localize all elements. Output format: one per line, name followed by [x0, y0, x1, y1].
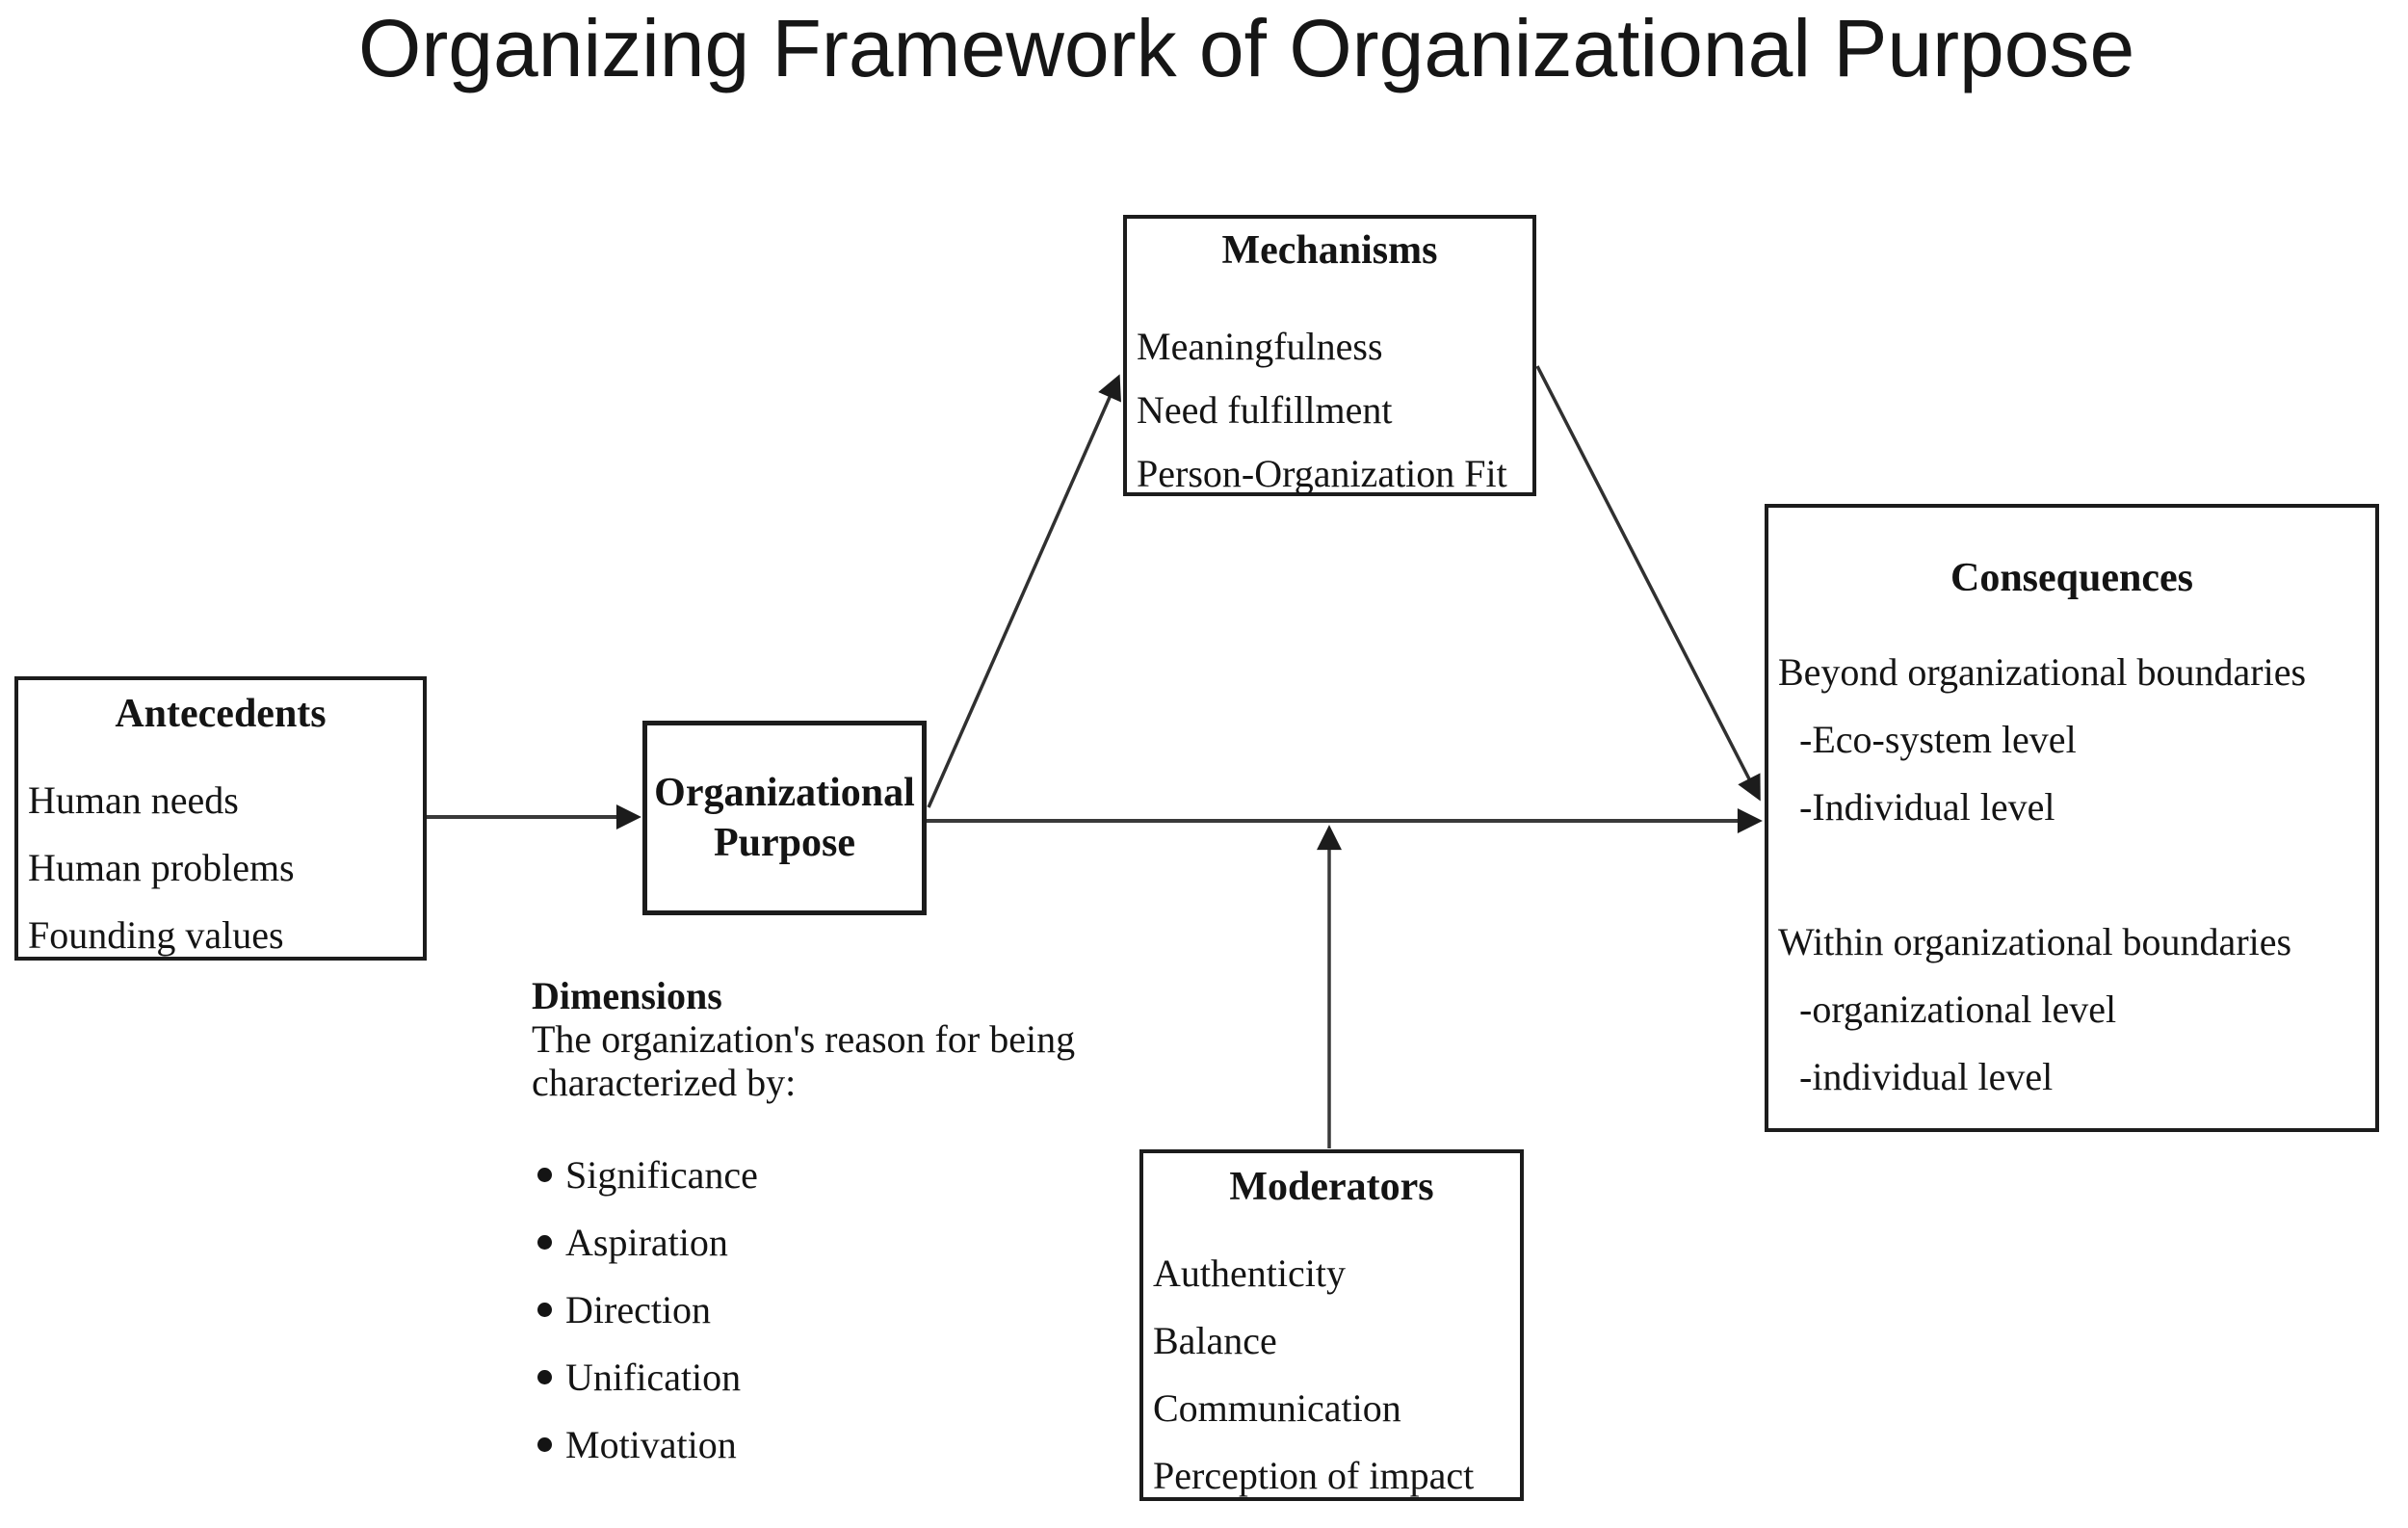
bullet-icon [537, 1167, 552, 1182]
dimensions-bullet-item: Direction [532, 1276, 1148, 1343]
moderators-title: Moderators [1229, 1165, 1434, 1209]
dimensions-bullet-label: Significance [565, 1152, 758, 1197]
dimensions-bullet-item: Unification [532, 1343, 1148, 1410]
dimensions-description-line: characterized by: [532, 1061, 797, 1104]
bullet-icon [537, 1436, 552, 1452]
antecedents-items: Human needs Human problems Founding valu… [18, 767, 423, 969]
mechanisms-item: Need fulfillment [1137, 388, 1393, 432]
mechanisms-items: Meaningfulness Need fulfillment Person-O… [1127, 315, 1532, 506]
mechanisms-box: Mechanisms Meaningfulness Need fulfillme… [1123, 215, 1536, 496]
dimensions-description-line: The organization's reason for being [532, 1017, 1076, 1061]
consequences-box: Consequences Beyond organizational bound… [1765, 504, 2379, 1132]
bullet-icon [537, 1302, 552, 1317]
moderators-item: Communication [1153, 1386, 1401, 1430]
dimensions-bullet-label: Unification [565, 1355, 742, 1399]
moderators-item: Perception of impact [1153, 1454, 1475, 1497]
moderators-box: Moderators Authenticity Balance Communic… [1139, 1149, 1524, 1501]
dimensions-bullet-item: Aspiration [532, 1208, 1148, 1276]
consequences-group-item: -Individual level [1799, 785, 2055, 829]
consequences-content: Beyond organizational boundaries -Eco-sy… [1768, 639, 2375, 1111]
antecedents-box: Antecedents Human needs Human problems F… [14, 676, 427, 961]
dimensions-bullet-label: Direction [565, 1287, 712, 1331]
mechanisms-title: Mechanisms [1221, 228, 1438, 273]
arrow-mechanisms-to-consequences [1535, 365, 1761, 802]
dimensions-bullet-item: Motivation [532, 1410, 1148, 1478]
consequences-group-item: -Eco-system level [1799, 718, 2077, 761]
dimensions-bullet-list: Significance Aspiration Direction Unific… [532, 1141, 1148, 1478]
bullet-icon [537, 1369, 552, 1384]
bullet-icon [537, 1234, 552, 1250]
dimensions-bullet-item: Significance [532, 1141, 1148, 1208]
mechanisms-item: Person-Organization Fit [1137, 452, 1507, 495]
mechanisms-item: Meaningfulness [1137, 325, 1383, 368]
antecedents-item: Human needs [28, 778, 239, 822]
moderators-item: Balance [1153, 1319, 1277, 1362]
dimensions-note: Dimensions The organization's reason for… [532, 975, 1148, 1478]
diagram-title: Organizing Framework of Organizational P… [358, 3, 2135, 93]
consequences-group-heading: Beyond organizational boundaries [1778, 650, 2307, 694]
antecedents-item: Human problems [28, 846, 295, 889]
consequences-group-item: -individual level [1799, 1055, 2054, 1098]
organizational-purpose-title: Organizational Purpose [654, 771, 915, 865]
moderators-item: Authenticity [1153, 1251, 1346, 1295]
organizational-purpose-box: Organizational Purpose [642, 721, 927, 915]
dimensions-bullet-label: Aspiration [565, 1220, 728, 1264]
antecedents-title: Antecedents [115, 692, 327, 736]
consequences-title: Consequences [1950, 556, 2194, 600]
dimensions-bullet-label: Motivation [565, 1422, 737, 1466]
dimensions-title: Dimensions [532, 974, 722, 1017]
antecedents-item: Founding values [28, 913, 284, 957]
consequences-group-item: -organizational level [1799, 988, 2117, 1031]
arrow-purpose-to-mechanisms [927, 374, 1121, 808]
moderators-items: Authenticity Balance Communication Perce… [1143, 1240, 1520, 1510]
consequences-group-heading: Within organizational boundaries [1778, 920, 2292, 963]
